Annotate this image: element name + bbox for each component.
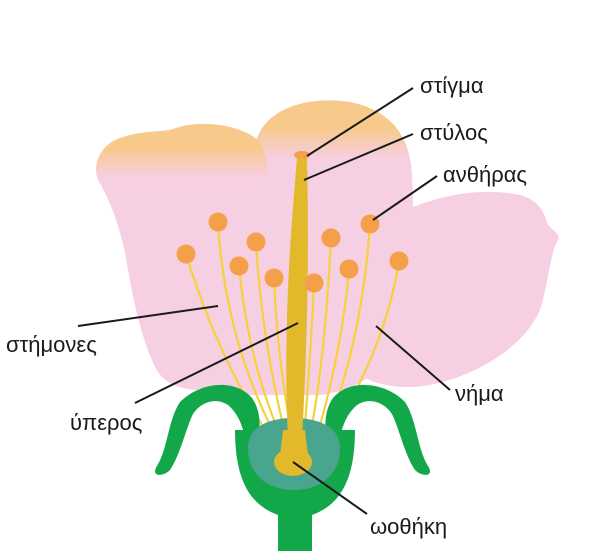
leader-filament [375, 325, 451, 391]
label-style: στύλος [420, 120, 488, 145]
label-pistil: ύπερος [70, 410, 142, 435]
leader-stamens [77, 305, 219, 327]
anther [304, 273, 324, 293]
sepal-left [154, 384, 260, 475]
leader-pistil [134, 322, 299, 404]
leader-lines [77, 87, 451, 515]
leader-ovary [292, 461, 368, 515]
label-stamens: στήμονες [6, 332, 97, 357]
leader-style [303, 133, 414, 181]
sepal-right [325, 384, 431, 475]
anther [229, 256, 249, 276]
label-stigma: στίγμα [420, 73, 484, 98]
anthers [176, 212, 409, 293]
label-filament: νήμα [455, 381, 504, 406]
anther [246, 232, 266, 252]
label-ovary: ωοθήκη [370, 514, 447, 539]
anther [321, 228, 341, 248]
anther [264, 268, 284, 288]
leader-anther [372, 175, 438, 221]
anther [176, 244, 196, 264]
label-anther: ανθήρας [443, 162, 527, 187]
stigma [294, 151, 310, 159]
anther [389, 251, 409, 271]
labels: στίγμα στύλος ανθήρας στήμονες νήμα ύπερ… [6, 73, 527, 539]
ovary-neck [280, 430, 308, 455]
anther [339, 259, 359, 279]
anther [208, 212, 228, 232]
leader-stigma [306, 87, 414, 157]
petals [96, 100, 559, 395]
style [286, 156, 308, 440]
